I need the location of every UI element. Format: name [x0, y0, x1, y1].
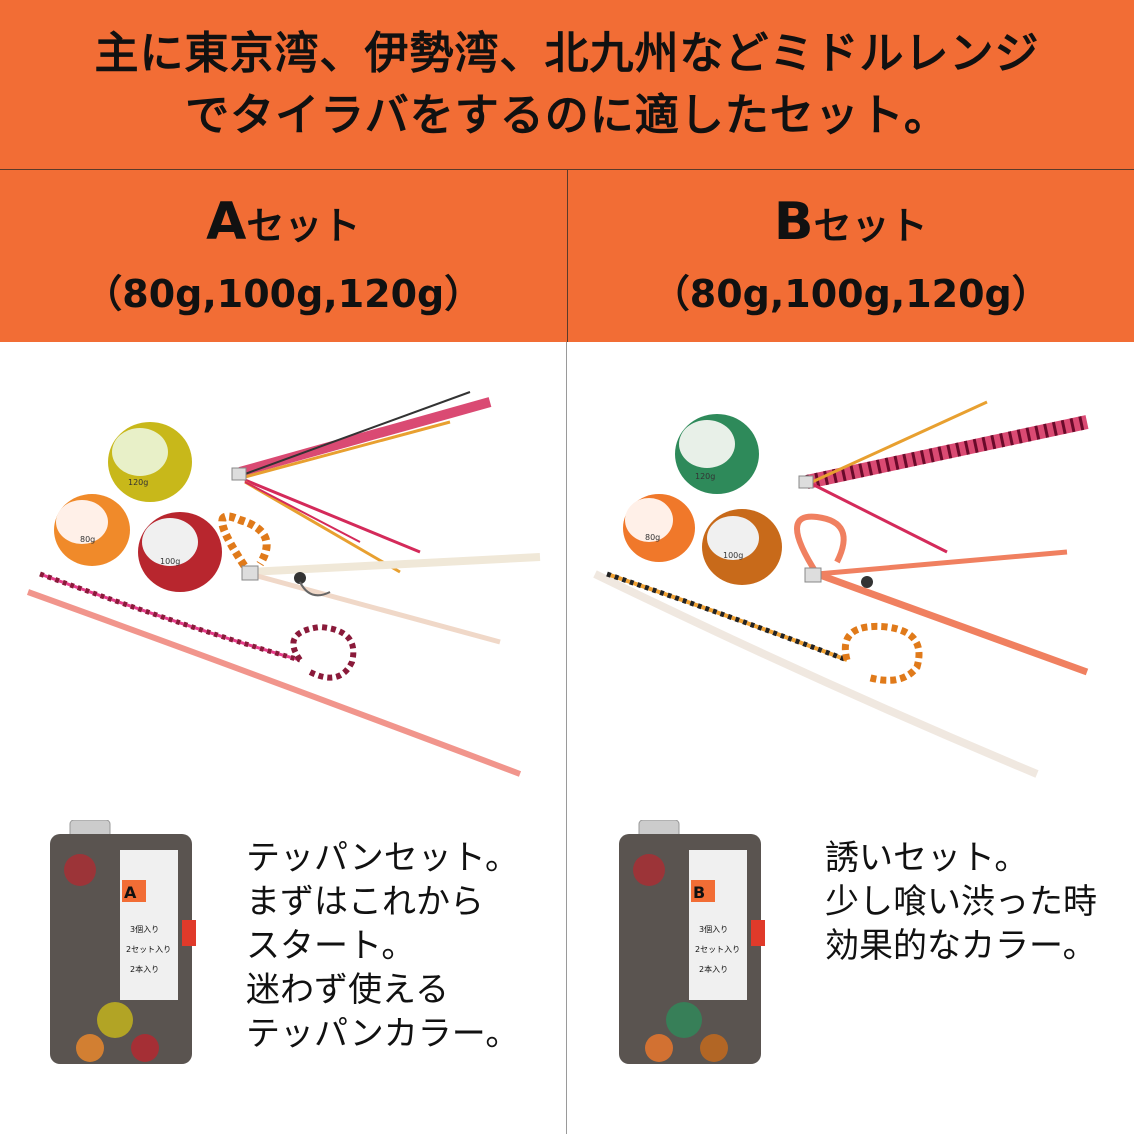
set-a-desc-line-2: まずはこれから: [246, 882, 484, 922]
svg-text:100g: 100g: [723, 551, 743, 560]
set-b-panel: 120g 80g 100g B 3個入り 2セット入り 2本入り: [567, 342, 1133, 1134]
head-80g: 80g: [623, 494, 695, 562]
svg-text:2本入り: 2本入り: [699, 964, 728, 974]
set-b-desc-line-2: 少し喰い渋った時: [825, 882, 1097, 922]
set-b-lure-image: 120g 80g 100g: [593, 400, 1089, 778]
headline-line-1: 主に東京湾、伊勢湾、北九州などミドルレンジ: [94, 27, 1040, 79]
set-b-weights: （80g,100g,120g）: [651, 272, 1050, 316]
headline-banner: 主に東京湾、伊勢湾、北九州などミドルレンジ でタイラバをするのに適したセット。: [0, 0, 1134, 170]
head-100g: 100g: [138, 512, 222, 592]
set-a-panel: 120g 80g 100g A 3個入り 2セット入り 2本入り: [0, 342, 566, 1134]
set-a-desc-line-1: テッパンセット。: [246, 838, 520, 878]
set-a-header: Aセット （80g,100g,120g）: [0, 170, 568, 342]
set-a-package: A 3個入り 2セット入り 2本入り: [50, 820, 196, 1064]
set-b-desc-line-1: 誘いセット。: [825, 838, 1029, 878]
svg-text:3個入り: 3個入り: [130, 924, 159, 934]
svg-text:80g: 80g: [80, 535, 95, 544]
column-divider: [566, 342, 567, 1134]
set-a-lure-image: 120g 80g 100g: [26, 391, 541, 777]
set-b-title: Bセット: [773, 192, 928, 252]
head-80g: 80g: [54, 494, 130, 566]
set-a-desc-line-5: テッパンカラー。: [246, 1014, 520, 1054]
head-120g: 120g: [108, 422, 192, 502]
svg-text:120g: 120g: [695, 472, 715, 481]
svg-text:2セット入り: 2セット入り: [126, 945, 171, 954]
set-b-desc-line-3: 効果的なカラー。: [825, 926, 1097, 966]
set-a-weights: （80g,100g,120g）: [84, 272, 483, 316]
set-a-desc-line-3: スタート。: [246, 926, 416, 966]
svg-text:100g: 100g: [160, 557, 180, 566]
set-b-package: B 3個入り 2セット入り 2本入り: [619, 820, 765, 1064]
head-100g: 100g: [702, 509, 782, 585]
set-a-description: テッパンセット。 まずはこれから スタート。 迷わず使える テッパンカラー。: [246, 836, 519, 1056]
set-b-description: 誘いセット。 少し喰い渋った時 効果的なカラー。: [825, 836, 1097, 968]
svg-text:B: B: [693, 883, 705, 902]
svg-text:A: A: [124, 883, 137, 902]
headline-line-2: でタイラバをするのに適したセット。: [185, 89, 949, 141]
set-header-row: Aセット （80g,100g,120g） Bセット （80g,100g,120g…: [0, 170, 1134, 342]
head-120g: 120g: [675, 414, 759, 494]
svg-text:3個入り: 3個入り: [699, 924, 728, 934]
set-a-desc-line-4: 迷わず使える: [246, 970, 449, 1010]
set-b-header: Bセット （80g,100g,120g）: [567, 170, 1134, 342]
svg-text:2本入り: 2本入り: [130, 964, 159, 974]
svg-text:120g: 120g: [128, 478, 148, 487]
svg-text:80g: 80g: [645, 533, 660, 542]
svg-text:2セット入り: 2セット入り: [695, 945, 740, 954]
set-a-title: Aセット: [206, 192, 361, 252]
